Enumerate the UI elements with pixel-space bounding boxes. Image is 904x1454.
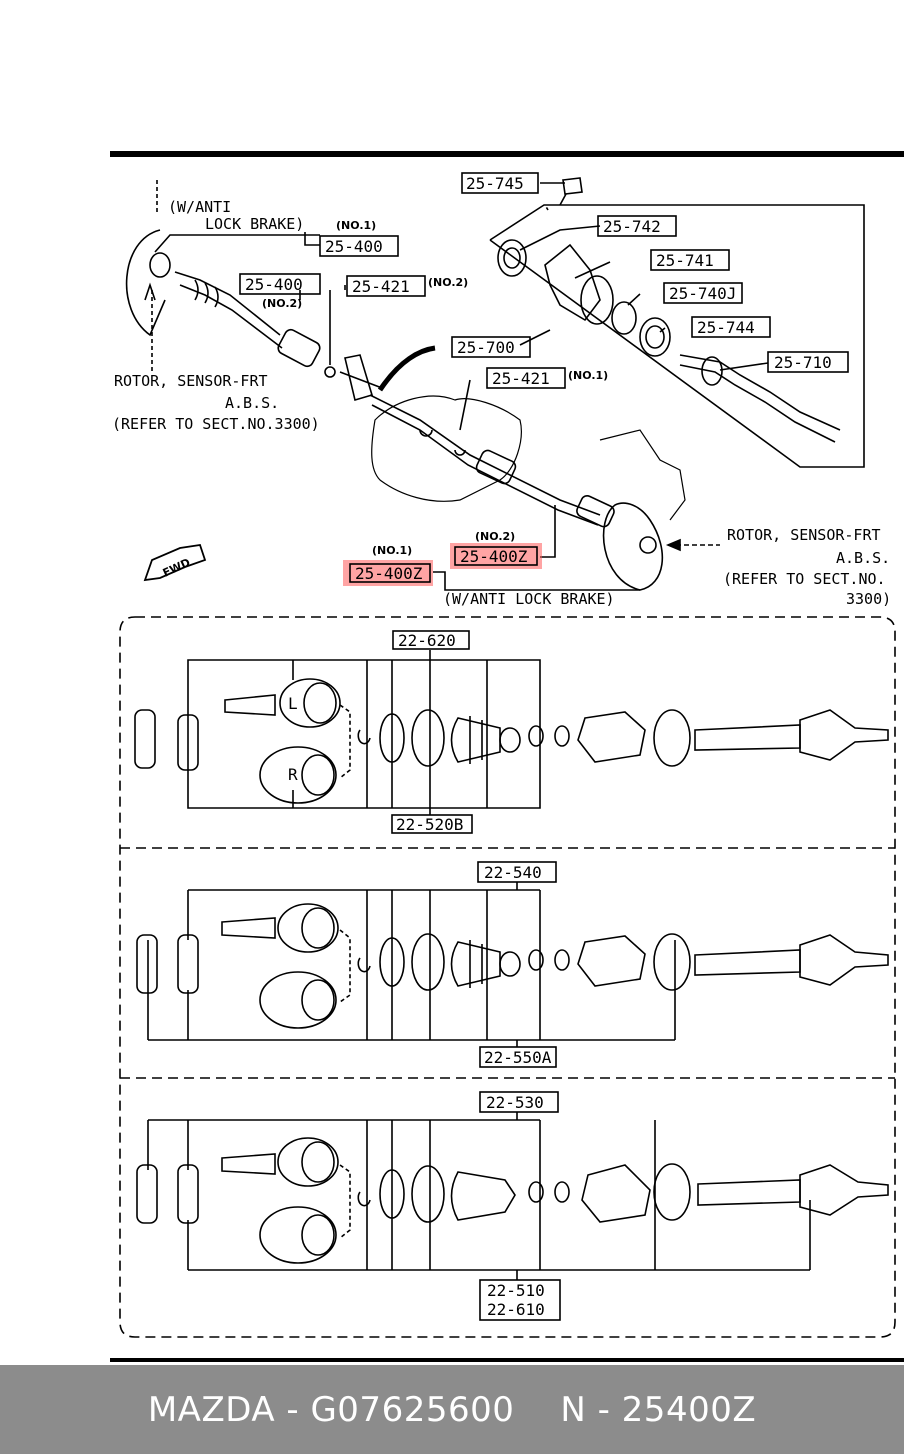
label-25-745: 25-745	[466, 174, 524, 193]
label-25-741: 25-741	[656, 251, 714, 270]
kit-row-1	[134, 659, 889, 809]
footer-bar: MAZDA - G07625600 N - 25400Z	[0, 1365, 904, 1454]
label-22-510: 22-510	[487, 1281, 545, 1300]
label-25-421-no2: 25-421	[352, 277, 410, 296]
label-22-610: 22-610	[487, 1300, 545, 1319]
bolt-25745	[559, 177, 583, 206]
rotor-left-line-2: A.B.S.	[225, 394, 279, 412]
hub-right-drawing	[602, 502, 664, 591]
label-22-620: 22-620	[398, 631, 456, 650]
label-25-710: 25-710	[774, 353, 832, 372]
bottom-rule	[110, 1358, 904, 1362]
rotor-right-line-2: A.B.S.	[836, 549, 890, 567]
rotor-left-drawing	[125, 229, 171, 337]
rotor-right-line-3: (REFER TO SECT.NO.	[723, 570, 886, 588]
label-25-700: 25-700	[457, 338, 515, 357]
label-22-540: 22-540	[484, 863, 542, 882]
no2-label-b: (NO.2)	[428, 276, 468, 289]
label-25-742: 25-742	[603, 217, 661, 236]
bearing-support-25741	[544, 243, 601, 322]
no1-label-c: (NO.1)	[372, 544, 412, 557]
no2-label-c: (NO.2)	[475, 530, 515, 543]
label-25-740j: 25-740J	[669, 284, 736, 303]
rotor-right-line-4: 3300)	[846, 590, 891, 608]
fwd-label: FWD	[161, 556, 193, 580]
wanti-bottom-note: (W/ANTI LOCK BRAKE)	[443, 590, 615, 608]
label-25-400-no1: 25-400	[325, 237, 383, 256]
rotor-left-line-1: ROTOR, SENSOR-FRT	[114, 372, 268, 390]
footer-brand-part: MAZDA - G07625600	[147, 1389, 515, 1430]
kit-panel-border	[119, 616, 896, 1338]
kit-row-2	[136, 889, 889, 1041]
joint-mark-r: R	[288, 765, 298, 784]
wanti-note-2: LOCK BRAKE)	[205, 215, 304, 233]
wanti-note-1: (W/ANTI	[168, 198, 231, 216]
seal-25742	[497, 239, 527, 277]
label-25-421-no1: 25-421	[492, 369, 550, 388]
no2-label-a: (NO.2)	[262, 297, 302, 310]
fwd-arrow	[143, 543, 207, 582]
rotor-right-line-1: ROTOR, SENSOR-FRT	[727, 526, 881, 544]
label-22-520b: 22-520B	[396, 815, 463, 834]
parts-diagram: (W/ANTI LOCK BRAKE) (NO.1) (NO.2) (NO.2)…	[110, 151, 904, 1362]
label-25-400z-no2: 25-400Z	[460, 547, 528, 566]
label-25-744: 25-744	[697, 318, 755, 337]
kit-row-3	[136, 1119, 889, 1271]
no1-label-b: (NO.1)	[568, 369, 608, 382]
label-25-400-no2: 25-400	[245, 275, 303, 294]
inset-box	[489, 204, 865, 468]
label-22-530: 22-530	[486, 1093, 544, 1112]
top-rule	[110, 151, 904, 157]
joint-mark-l: L	[288, 694, 298, 713]
shaft-25710	[679, 354, 841, 443]
no1-label-a: (NO.1)	[336, 219, 376, 232]
label-22-550a: 22-550A	[484, 1048, 552, 1067]
label-25-400z-no1: 25-400Z	[355, 564, 423, 583]
rotor-left-line-3: (REFER TO SECT.NO.3300)	[112, 415, 320, 433]
footer-ref: N - 25400Z	[560, 1389, 757, 1430]
center-bracket-drawing	[339, 354, 383, 402]
oil-seal-25744	[639, 317, 671, 357]
transaxle-sketch	[371, 395, 522, 502]
